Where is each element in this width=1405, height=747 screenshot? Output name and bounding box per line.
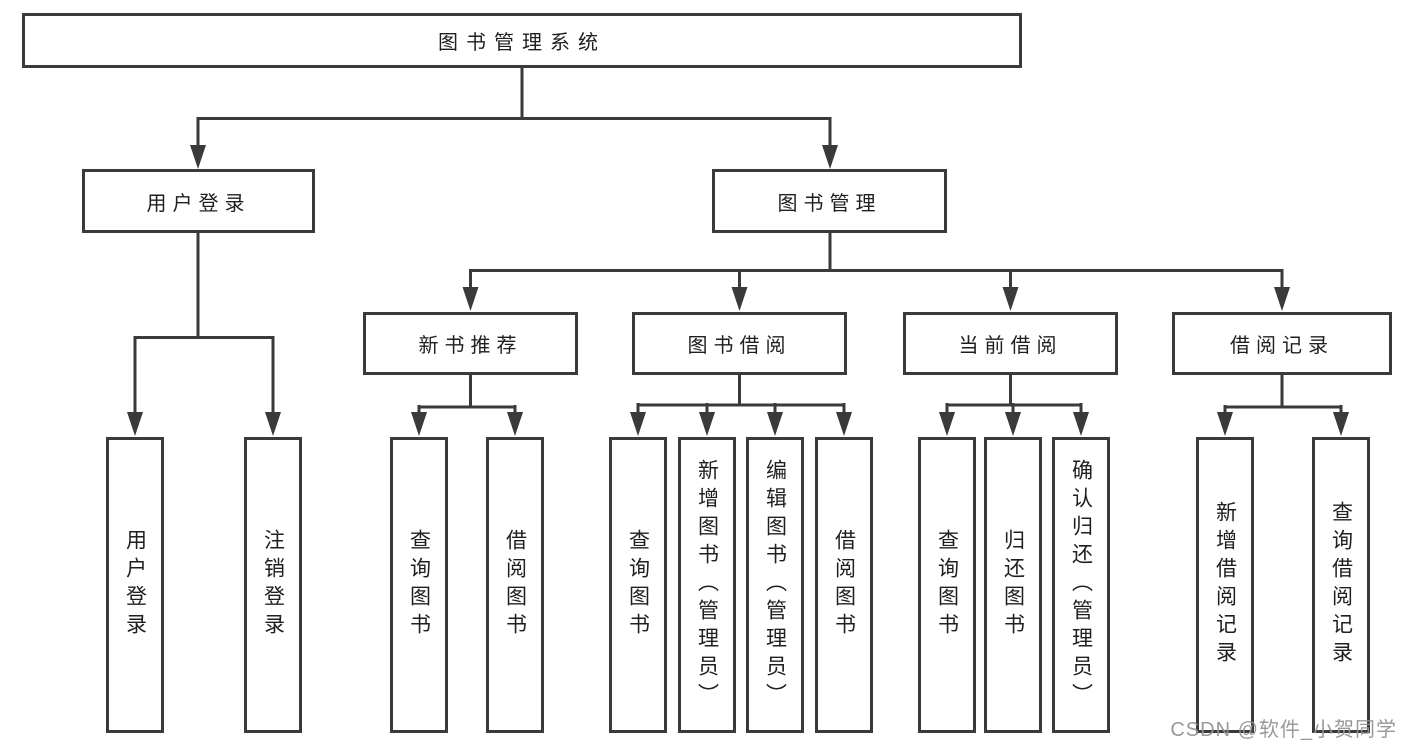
leaf-label: 查询图书 bbox=[407, 529, 431, 641]
leaf-label: 借阅图书 bbox=[832, 529, 856, 641]
leaf-label: 查询图书 bbox=[935, 529, 959, 641]
leaf-logout: 注销登录 bbox=[244, 437, 302, 733]
leaf-label: 查询借阅记录 bbox=[1329, 501, 1353, 669]
leaf-label: 归还图书 bbox=[1001, 529, 1025, 641]
node-user-login: 用户登录 bbox=[82, 169, 315, 233]
leaf-confirm-return-admin: 确认归还（管理员） bbox=[1052, 437, 1110, 733]
leaf-label: 注销登录 bbox=[261, 529, 285, 641]
leaf-label: 新增借阅记录 bbox=[1213, 501, 1237, 669]
leaf-return-book: 归还图书 bbox=[984, 437, 1042, 733]
leaf-label: 新增图书（管理员） bbox=[695, 459, 719, 711]
leaf-label: 借阅图书 bbox=[503, 529, 527, 641]
leaf-borrow-book: 借阅图书 bbox=[815, 437, 873, 733]
leaf-label: 用户登录 bbox=[123, 529, 147, 641]
leaf-query-borrow-record: 查询借阅记录 bbox=[1312, 437, 1370, 733]
leaf-label: 确认归还（管理员） bbox=[1069, 459, 1093, 711]
leaf-user-login: 用户登录 bbox=[106, 437, 164, 733]
node-borrow-records: 借阅记录 bbox=[1172, 312, 1392, 375]
leaf-add-book-admin: 新增图书（管理员） bbox=[678, 437, 736, 733]
csdn-watermark: CSDN @软件_小贺同学 bbox=[1170, 719, 1397, 741]
leaf-borrow-book-recommend: 借阅图书 bbox=[486, 437, 544, 733]
leaf-label: 查询图书 bbox=[626, 529, 650, 641]
node-book-management: 图书管理 bbox=[712, 169, 947, 233]
leaf-add-borrow-record: 新增借阅记录 bbox=[1196, 437, 1254, 733]
leaf-query-book-borrow: 查询图书 bbox=[609, 437, 667, 733]
leaf-query-book-recommend: 查询图书 bbox=[390, 437, 448, 733]
leaf-label: 编辑图书（管理员） bbox=[763, 459, 787, 711]
node-library-management-system: 图书管理系统 bbox=[22, 13, 1022, 68]
node-new-book-recommend: 新书推荐 bbox=[363, 312, 578, 375]
node-book-borrow: 图书借阅 bbox=[632, 312, 847, 375]
leaf-query-book-current: 查询图书 bbox=[918, 437, 976, 733]
node-current-borrow: 当前借阅 bbox=[903, 312, 1118, 375]
leaf-edit-book-admin: 编辑图书（管理员） bbox=[746, 437, 804, 733]
